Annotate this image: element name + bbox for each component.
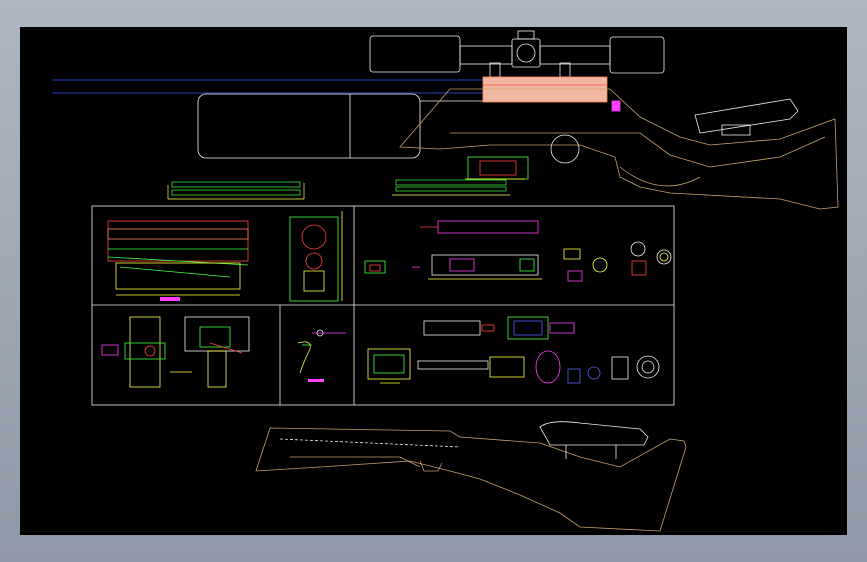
cad-viewport[interactable] — [20, 27, 847, 535]
stock-profile — [255, 421, 687, 532]
rifle-assembly — [52, 30, 839, 210]
panel-barrel-section — [107, 211, 343, 302]
panel-bolt-assembly — [367, 316, 660, 384]
receiver-rail — [482, 76, 621, 112]
air-cylinder — [197, 93, 483, 159]
panel-trigger — [297, 329, 346, 382]
cheek-rest — [694, 98, 799, 136]
sheet-border — [91, 205, 675, 406]
cad-drawing — [52, 30, 839, 532]
scope — [369, 30, 665, 78]
barrel-dimension-view — [167, 179, 510, 200]
trigger-group-detail — [465, 156, 529, 180]
detail-sheet — [91, 205, 675, 406]
panel-trigger-block — [101, 316, 250, 388]
rifle-stock — [399, 88, 839, 210]
panel-valve-parts — [364, 220, 672, 282]
